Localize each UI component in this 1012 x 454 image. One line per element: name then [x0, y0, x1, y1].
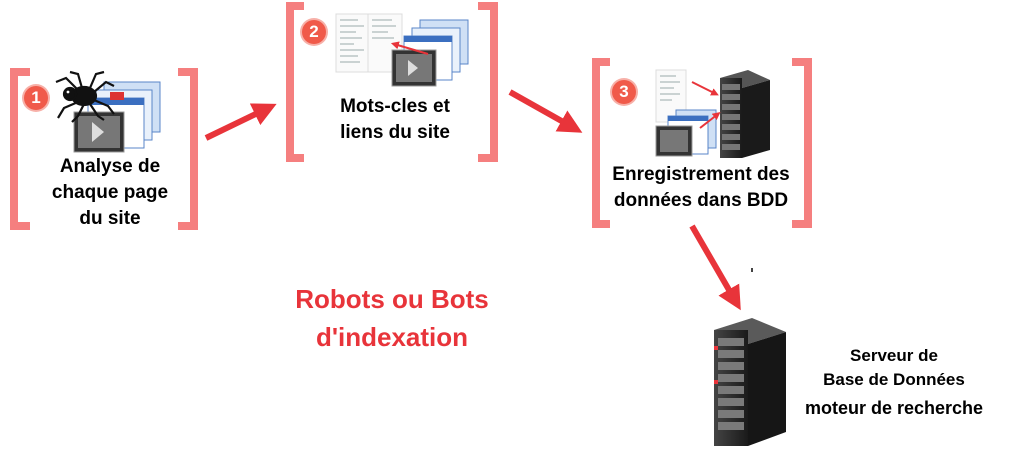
step-3-label: Enregistrement des données dans BDD	[612, 164, 790, 211]
robots-caption: Robots ou Bots d'indexation	[295, 284, 489, 352]
server-rack-icon	[714, 318, 786, 446]
document-list-icon	[335, 13, 403, 73]
bracket-step-1	[10, 68, 198, 230]
step-3-badge: 3	[612, 80, 636, 104]
spider-icon	[55, 70, 115, 123]
bracket-step-3	[592, 58, 812, 228]
step-2-label: Mots-cles et liens du site	[340, 96, 450, 143]
step-2-badge: 2	[302, 20, 326, 44]
arrow-3-to-server	[689, 224, 741, 311]
webpage-screenshots-icon-step-2	[390, 19, 469, 87]
arrow-1-to-2	[204, 103, 277, 141]
bracket-step-2	[286, 2, 498, 162]
server-caption: Serveur de Base de Données moteur de rec…	[804, 346, 984, 418]
step-1-badge: 1	[24, 86, 48, 110]
arrow-2-to-3	[508, 89, 583, 133]
webpage-screenshots-icon	[73, 81, 161, 153]
step-1-label: Analyse de chaque page du site	[51, 156, 169, 229]
dot-marker	[751, 268, 753, 272]
server-rack-icon-step-3	[720, 70, 770, 158]
webpage-screenshots-icon-step-3	[655, 109, 717, 157]
